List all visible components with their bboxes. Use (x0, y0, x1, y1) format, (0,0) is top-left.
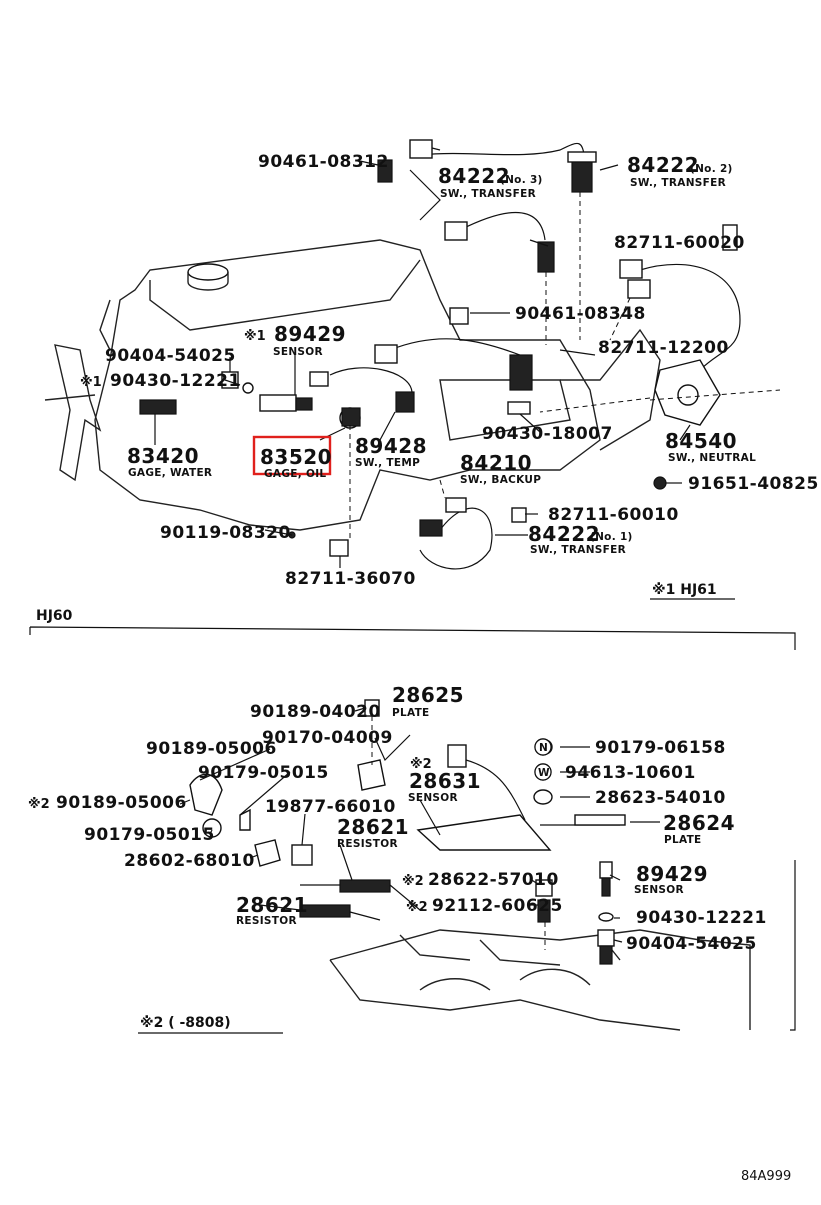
label-82711-12200: 82711-12200 (598, 338, 729, 358)
label-84222-no3: 84222 (438, 164, 510, 188)
label-83520-name: GAGE, OIL (264, 468, 326, 480)
label-90119-08320: 90119-08320 (160, 523, 291, 543)
label-83520: 83520 (260, 445, 332, 469)
highlight-83520 (252, 435, 332, 476)
label-28631-name: SENSOR (408, 792, 458, 804)
label-84222-no2-name: SW., TRANSFER (630, 177, 726, 189)
label-89429-top: 89429 (274, 322, 346, 346)
label-28602-68010: 28602-68010 (124, 851, 255, 871)
label-89429-bottom: 89429 (636, 862, 708, 886)
label-94613-10601: 94613-10601 (565, 763, 696, 783)
label-84222-no1-number: (No. 1) (590, 531, 633, 543)
label-28621-b: 28621 (236, 893, 308, 917)
label-84222-no3-number: (No. 3) (500, 174, 543, 186)
label-92112-60625: 92112-60625 (432, 896, 563, 916)
label-84222-no1: 84222 (528, 522, 600, 546)
label-83420: 83420 (127, 444, 199, 468)
mark-w: W (538, 767, 550, 779)
label-90404-54025-bottom: 90404-54025 (626, 934, 757, 954)
label-90179-05015-b: 90179-05015 (84, 825, 215, 845)
label-28624-name: PLATE (664, 834, 702, 846)
label-90430-12221-bottom: 90430-12221 (636, 908, 767, 928)
label-90461-08312: 90461-08312 (258, 152, 389, 172)
label-89429-bottom-name: SENSOR (634, 884, 684, 896)
label-28624: 28624 (663, 811, 735, 835)
leaders-bottom (179, 707, 660, 950)
mark-2-b: ※2 (410, 757, 432, 772)
mark-n: N (539, 742, 548, 754)
label-84222-no2-number: (No. 2) (690, 163, 733, 175)
label-90189-05006-b: 90189-05006 (56, 793, 187, 813)
label-90430-12221-top: 90430-12221 (110, 371, 241, 391)
label-28625: 28625 (392, 683, 464, 707)
hj60-bracket-right (790, 860, 796, 1031)
section-hj60: HJ60 (36, 608, 73, 624)
transfer-switch-harness (374, 139, 741, 426)
label-84540: 84540 (665, 429, 737, 453)
label-90461-08348: 90461-08348 (515, 304, 646, 324)
label-28622-57010: 28622-57010 (428, 870, 559, 890)
label-84540-name: SW., NEUTRAL (668, 452, 756, 464)
label-82711-60010: 82711-60010 (548, 505, 679, 525)
label-83420-name: GAGE, WATER (128, 467, 212, 479)
mark-2-range: ※2 ( -8808) (140, 1015, 231, 1031)
label-82711-60020: 82711-60020 (614, 233, 745, 253)
diagram-ref-code: 84A999 (741, 1169, 791, 1184)
hj60-bracket (29, 626, 796, 650)
label-90179-05015-a: 90179-05015 (198, 763, 329, 783)
mark-1-b: ※1 (80, 375, 102, 390)
label-89428: 89428 (355, 434, 427, 458)
mark-2-c: ※2 (402, 874, 424, 889)
engine-block-bottom (329, 929, 751, 1031)
label-84210: 84210 (460, 451, 532, 475)
mark-1-a: ※1 (244, 329, 266, 344)
label-84222-no1-name: SW., TRANSFER (530, 544, 626, 556)
label-28621-a: 28621 (337, 815, 409, 839)
label-90189-05006: 90189-05006 (146, 739, 277, 759)
n-circle-icon (534, 738, 552, 756)
engine-block-top (44, 239, 661, 531)
label-28621-b-name: RESISTOR (236, 915, 297, 927)
label-84222-no3-name: SW., TRANSFER (440, 188, 536, 200)
label-91651-40825: 91651-40825 (688, 474, 819, 494)
label-28621-a-name: RESISTOR (337, 838, 398, 850)
mark-1-hj61: ※1 HJ61 (652, 582, 717, 598)
label-84222-no2: 84222 (627, 153, 699, 177)
label-89429-top-name: SENSOR (273, 346, 323, 358)
sensor-gauges-top (139, 367, 667, 570)
label-90404-54025-top: 90404-54025 (105, 346, 236, 366)
label-82711-36070: 82711-36070 (285, 569, 416, 589)
mark-2-a: ※2 (28, 797, 50, 812)
label-90179-06158: 90179-06158 (595, 738, 726, 758)
label-90430-18007: 90430-18007 (482, 424, 613, 444)
label-90189-04020: 90189-04020 (250, 702, 381, 722)
label-28631: 28631 (409, 769, 481, 793)
mark-2-d: ※2 (406, 900, 428, 915)
w-circle-icon (534, 763, 552, 781)
leaders-top (154, 160, 781, 568)
label-28625-name: PLATE (392, 707, 430, 719)
label-89428-name: SW., TEMP (355, 457, 420, 469)
label-19877-66010: 19877-66010 (265, 797, 396, 817)
label-28623-54010: 28623-54010 (595, 788, 726, 808)
label-90170-04009: 90170-04009 (262, 728, 393, 748)
label-84210-name: SW., BACKUP (460, 474, 541, 486)
